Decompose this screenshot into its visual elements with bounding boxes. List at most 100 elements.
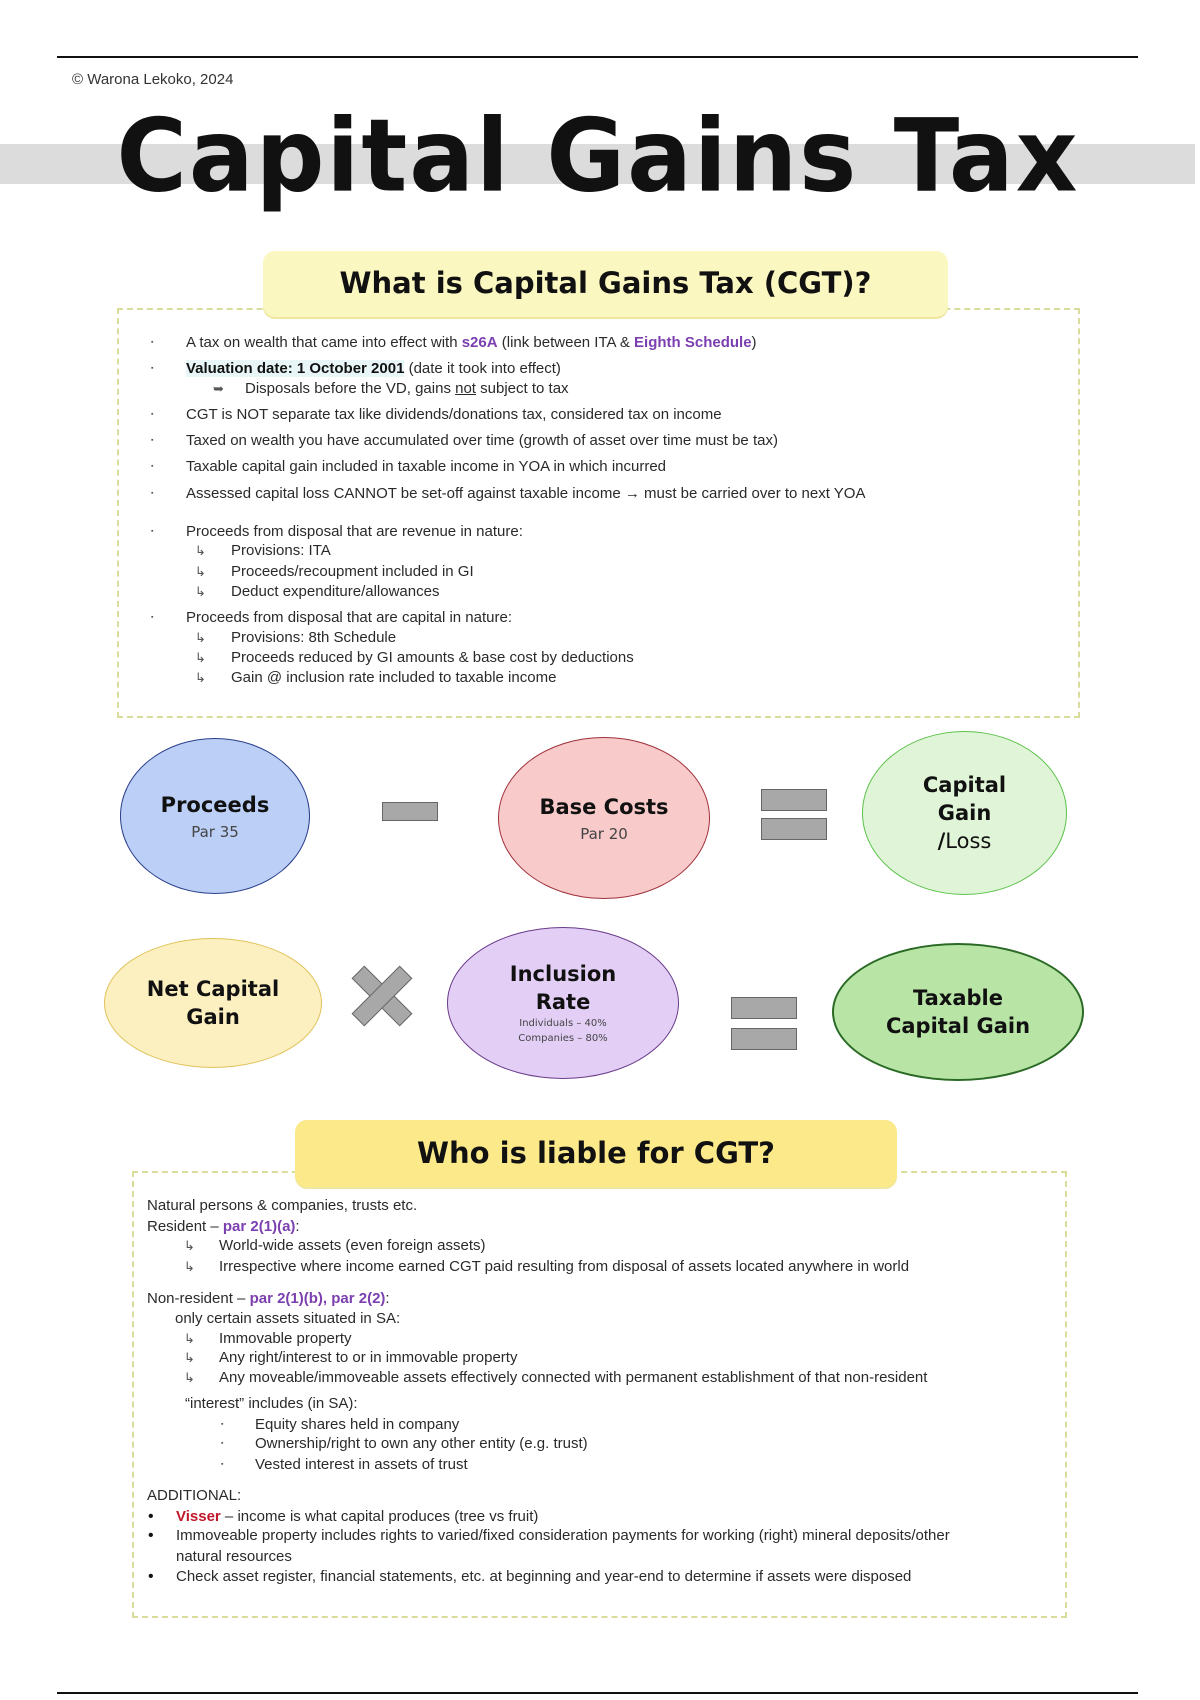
top-rule — [57, 56, 1138, 58]
text-segment: not — [455, 380, 476, 397]
list-item: Gain @ inclusion rate included to taxabl… — [231, 669, 556, 687]
capital-gain-label: Capital Gain — [922, 773, 1007, 825]
list-item: only certain assets situated in SA: — [175, 1310, 400, 1328]
bullet-icon: • — [148, 1568, 154, 1585]
inclusion-rate-circle: Inclusion Rate Individuals – 40% Compani… — [447, 927, 679, 1079]
title-band — [0, 144, 1195, 184]
text-segment: : — [385, 1290, 390, 1307]
list-item: Provisions: 8th Schedule — [231, 629, 396, 647]
list-item: Proceeds from disposal that are revenue … — [186, 523, 523, 541]
list-item: Any right/interest to or in immovable pr… — [219, 1349, 517, 1367]
list-item: World-wide assets (even foreign assets) — [219, 1237, 486, 1255]
text-segment: Vested interest in assets of trust — [255, 1456, 468, 1473]
list-item: Proceeds/recoupment included in GI — [231, 563, 474, 581]
arrow-bullet-icon: ➥ — [213, 381, 224, 396]
text-segment: (date it took into effect) — [404, 360, 561, 377]
list-item: Immoveable property includes rights to v… — [176, 1527, 950, 1545]
text-segment: ) — [751, 334, 757, 351]
list-item: “interest” includes (in SA): — [185, 1395, 358, 1413]
curved-arrow-icon: ↳ — [195, 584, 206, 599]
section1-heading: What is Capital Gains Tax (CGT)? — [263, 251, 948, 317]
net-gain-line2: Gain — [186, 1005, 240, 1029]
list-item: natural resources — [176, 1548, 292, 1566]
bullet-icon: ▪ — [151, 437, 154, 444]
section2-heading: Who is liable for CGT? — [295, 1120, 897, 1187]
list-item: Vested interest in assets of trust — [255, 1456, 468, 1474]
text-segment: Valuation date: 1 October 2001 — [186, 360, 405, 377]
text-segment: A tax on wealth that came into effect wi… — [186, 334, 462, 351]
base-costs-ref: Par 20 — [580, 825, 628, 843]
multiply-icon — [351, 965, 413, 1027]
list-item: Non-resident – par 2(1)(b), par 2(2): — [147, 1290, 390, 1308]
text-segment: Proceeds from disposal that are revenue … — [186, 523, 523, 540]
text-segment: Provisions: ITA — [231, 542, 331, 559]
text-segment: natural resources — [176, 1548, 292, 1565]
list-item: Proceeds from disposal that are capital … — [186, 609, 512, 627]
list-item: Resident – par 2(1)(a): — [147, 1218, 300, 1236]
text-segment: ADDITIONAL: — [147, 1487, 242, 1504]
minus-icon — [382, 802, 438, 821]
text-segment: Proceeds reduced by GI amounts & base co… — [231, 649, 634, 666]
list-item: Assessed capital loss CANNOT be set-off … — [186, 485, 865, 503]
text-segment: Disposals before the VD, gains — [245, 380, 456, 397]
text-segment: Resident – — [147, 1218, 223, 1235]
list-item: Taxable capital gain included in taxable… — [186, 458, 666, 476]
bullet-icon: • — [148, 1508, 154, 1525]
bottom-rule — [57, 1692, 1138, 1694]
text-segment: Proceeds from disposal that are capital … — [186, 609, 513, 626]
copyright: © Warona Lekoko, 2024 — [72, 71, 234, 88]
bullet-icon: ▪ — [151, 528, 154, 535]
text-segment: (link between ITA & — [497, 334, 635, 351]
curved-arrow-icon: ↳ — [195, 564, 206, 579]
text-segment: Natural persons & companies, trusts etc. — [147, 1197, 418, 1214]
text-segment: Equity shares held in company — [255, 1416, 460, 1433]
curved-arrow-icon: ↳ — [184, 1238, 195, 1253]
list-item: Irrespective where income earned CGT pai… — [219, 1258, 909, 1276]
loss-label: Loss — [945, 829, 992, 853]
reference-link: s26A — [461, 334, 498, 351]
text-segment: Ownership/right to own any other entity … — [255, 1435, 588, 1452]
curved-arrow-icon: ↳ — [184, 1350, 195, 1365]
list-item: Taxed on wealth you have accumulated ove… — [186, 432, 778, 450]
list-item: Immovable property — [219, 1330, 352, 1348]
list-item: Valuation date: 1 October 2001 (date it … — [186, 360, 561, 378]
taxable-line1: Taxable — [913, 986, 1003, 1010]
proceeds-label: Proceeds — [160, 793, 270, 817]
list-item: Natural persons & companies, trusts etc. — [147, 1197, 417, 1215]
text-segment: Immoveable property includes rights to v… — [176, 1527, 950, 1544]
net-gain-line1: Net Capital — [146, 977, 280, 1001]
text-segment: Proceeds/recoupment included in GI — [231, 563, 474, 580]
base-costs-label: Base Costs — [539, 795, 669, 819]
text-segment: Deduct expenditure/allowances — [231, 583, 440, 600]
text-segment: Any right/interest to or in immovable pr… — [219, 1349, 518, 1366]
text-segment: Assessed capital loss CANNOT be set-off … — [186, 485, 866, 502]
bullet-icon: ▪ — [151, 614, 154, 621]
text-segment: Irrespective where income earned CGT pai… — [219, 1258, 910, 1275]
text-segment: Non-resident – — [147, 1290, 250, 1307]
base-costs-circle: Base Costs Par 20 — [498, 737, 710, 899]
taxable-capital-gain-circle: Taxable Capital Gain — [832, 943, 1084, 1081]
text-segment: “interest” includes (in SA): — [185, 1395, 358, 1412]
proceeds-ref: Par 35 — [191, 823, 239, 841]
text-segment: CGT is NOT separate tax like dividends/d… — [186, 406, 722, 423]
bullet-icon: ▪ — [221, 1440, 224, 1447]
curved-arrow-icon: ↳ — [184, 1370, 195, 1385]
curved-arrow-icon: ↳ — [195, 630, 206, 645]
inclusion-line1: Inclusion — [509, 962, 617, 986]
capital-gain-sep: / — [937, 829, 946, 853]
text-segment: Taxable capital gain included in taxable… — [186, 458, 667, 475]
text-segment: – income is what capital produces (tree … — [220, 1508, 539, 1525]
curved-arrow-icon: ↳ — [184, 1331, 195, 1346]
reference-link: Eighth Schedule — [634, 334, 752, 351]
list-item: Deduct expenditure/allowances — [231, 583, 439, 601]
capital-gain-line2: /Loss — [938, 827, 992, 855]
text-segment: Immovable property — [219, 1330, 352, 1347]
text-segment: Provisions: 8th Schedule — [231, 629, 397, 646]
list-item: Check asset register, financial statemen… — [176, 1568, 911, 1586]
list-item: ADDITIONAL: — [147, 1487, 241, 1505]
text-segment: : — [295, 1218, 300, 1235]
bullet-icon: ▪ — [151, 411, 154, 418]
list-item: CGT is NOT separate tax like dividends/d… — [186, 406, 722, 424]
capital-gain-line1: Capital Gain — [900, 771, 1030, 827]
bullet-icon: ▪ — [221, 1421, 224, 1428]
